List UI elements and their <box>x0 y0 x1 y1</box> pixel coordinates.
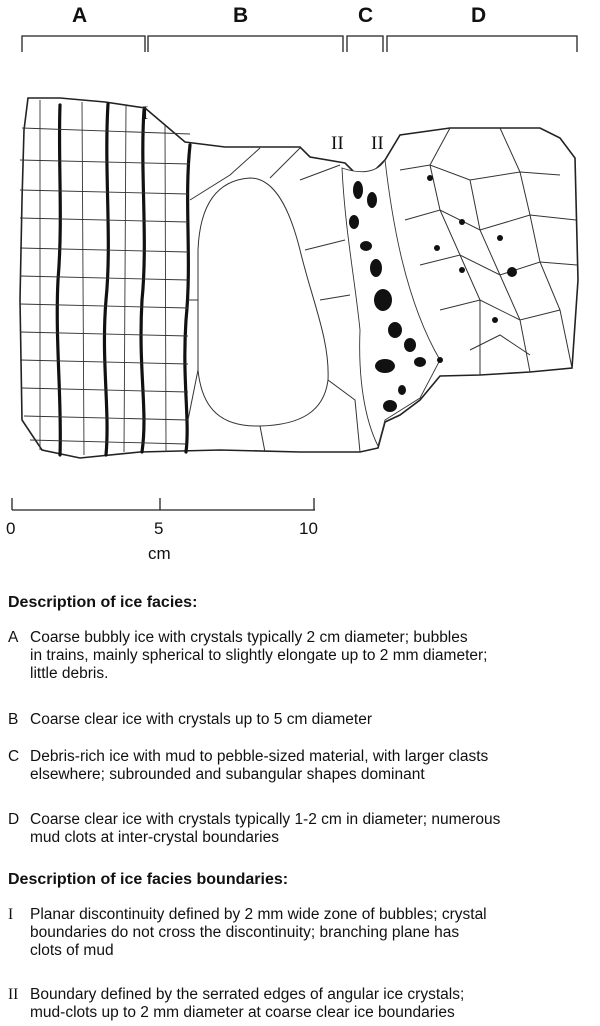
bubble-train <box>102 102 110 457</box>
facies-text: Debris-rich ice with mud to pebble-sized… <box>30 748 489 783</box>
debris-clasts <box>349 181 426 412</box>
scale-unit: cm <box>148 544 171 563</box>
scale-tick-10: 10 <box>299 519 318 538</box>
boundary-text: Boundary defined by the serrated edges o… <box>30 986 465 1021</box>
facies-text: Coarse bubbly ice with crystals typicall… <box>30 629 488 682</box>
bubble-train <box>55 103 62 457</box>
boundary-label-ii-right: II <box>371 133 384 154</box>
boundary-key: I <box>8 906 14 923</box>
bracket-c <box>346 35 384 52</box>
boundary-item-ii: II Boundary defined by the serrated edge… <box>8 986 594 1022</box>
boundary-i-line <box>183 143 192 454</box>
boundaries-title: Description of ice facies boundaries: <box>8 871 289 888</box>
zone-label-c: C <box>358 4 374 27</box>
bubble-train <box>139 108 146 454</box>
bracket-d <box>386 35 578 52</box>
facies-key: A <box>8 629 19 646</box>
facies-item-c: C Debris-rich ice with mud to pebble-siz… <box>8 748 594 784</box>
scale-tick-0: 0 <box>6 519 16 538</box>
facies-item-a: A Coarse bubbly ice with crystals typica… <box>8 629 594 683</box>
facies-item-b: B Coarse clear ice with crystals up to 5… <box>8 711 594 729</box>
mud-clots <box>427 175 517 363</box>
bracket-b <box>147 35 344 52</box>
facies-key: D <box>8 811 20 828</box>
facies-key: C <box>8 748 20 765</box>
facies-key: B <box>8 711 19 728</box>
facies-title: Description of ice facies: <box>8 594 198 611</box>
bracket-a <box>21 35 146 52</box>
zone-label-a: A <box>72 4 88 27</box>
facies-text: Coarse clear ice with crystals typically… <box>30 811 501 846</box>
ice-facies-diagram: A B C D I II II <box>6 4 579 563</box>
facies-text: Coarse clear ice with crystals up to 5 c… <box>30 711 372 728</box>
boundary-label-ii-left: II <box>331 133 344 154</box>
large-crystal <box>197 177 329 427</box>
boundary-item-i: I Planar discontinuity defined by 2 mm w… <box>8 906 594 960</box>
zone-label-b: B <box>233 4 249 27</box>
ice-section-drawing <box>11 35 579 511</box>
boundary-text: Planar discontinuity defined by 2 mm wid… <box>30 906 487 959</box>
scale-tick-5: 5 <box>154 519 164 538</box>
scale-bar <box>11 498 315 511</box>
facies-item-d: D Coarse clear ice with crystals typical… <box>8 811 594 847</box>
boundary-key: II <box>8 986 19 1003</box>
zone-label-d: D <box>471 4 487 27</box>
